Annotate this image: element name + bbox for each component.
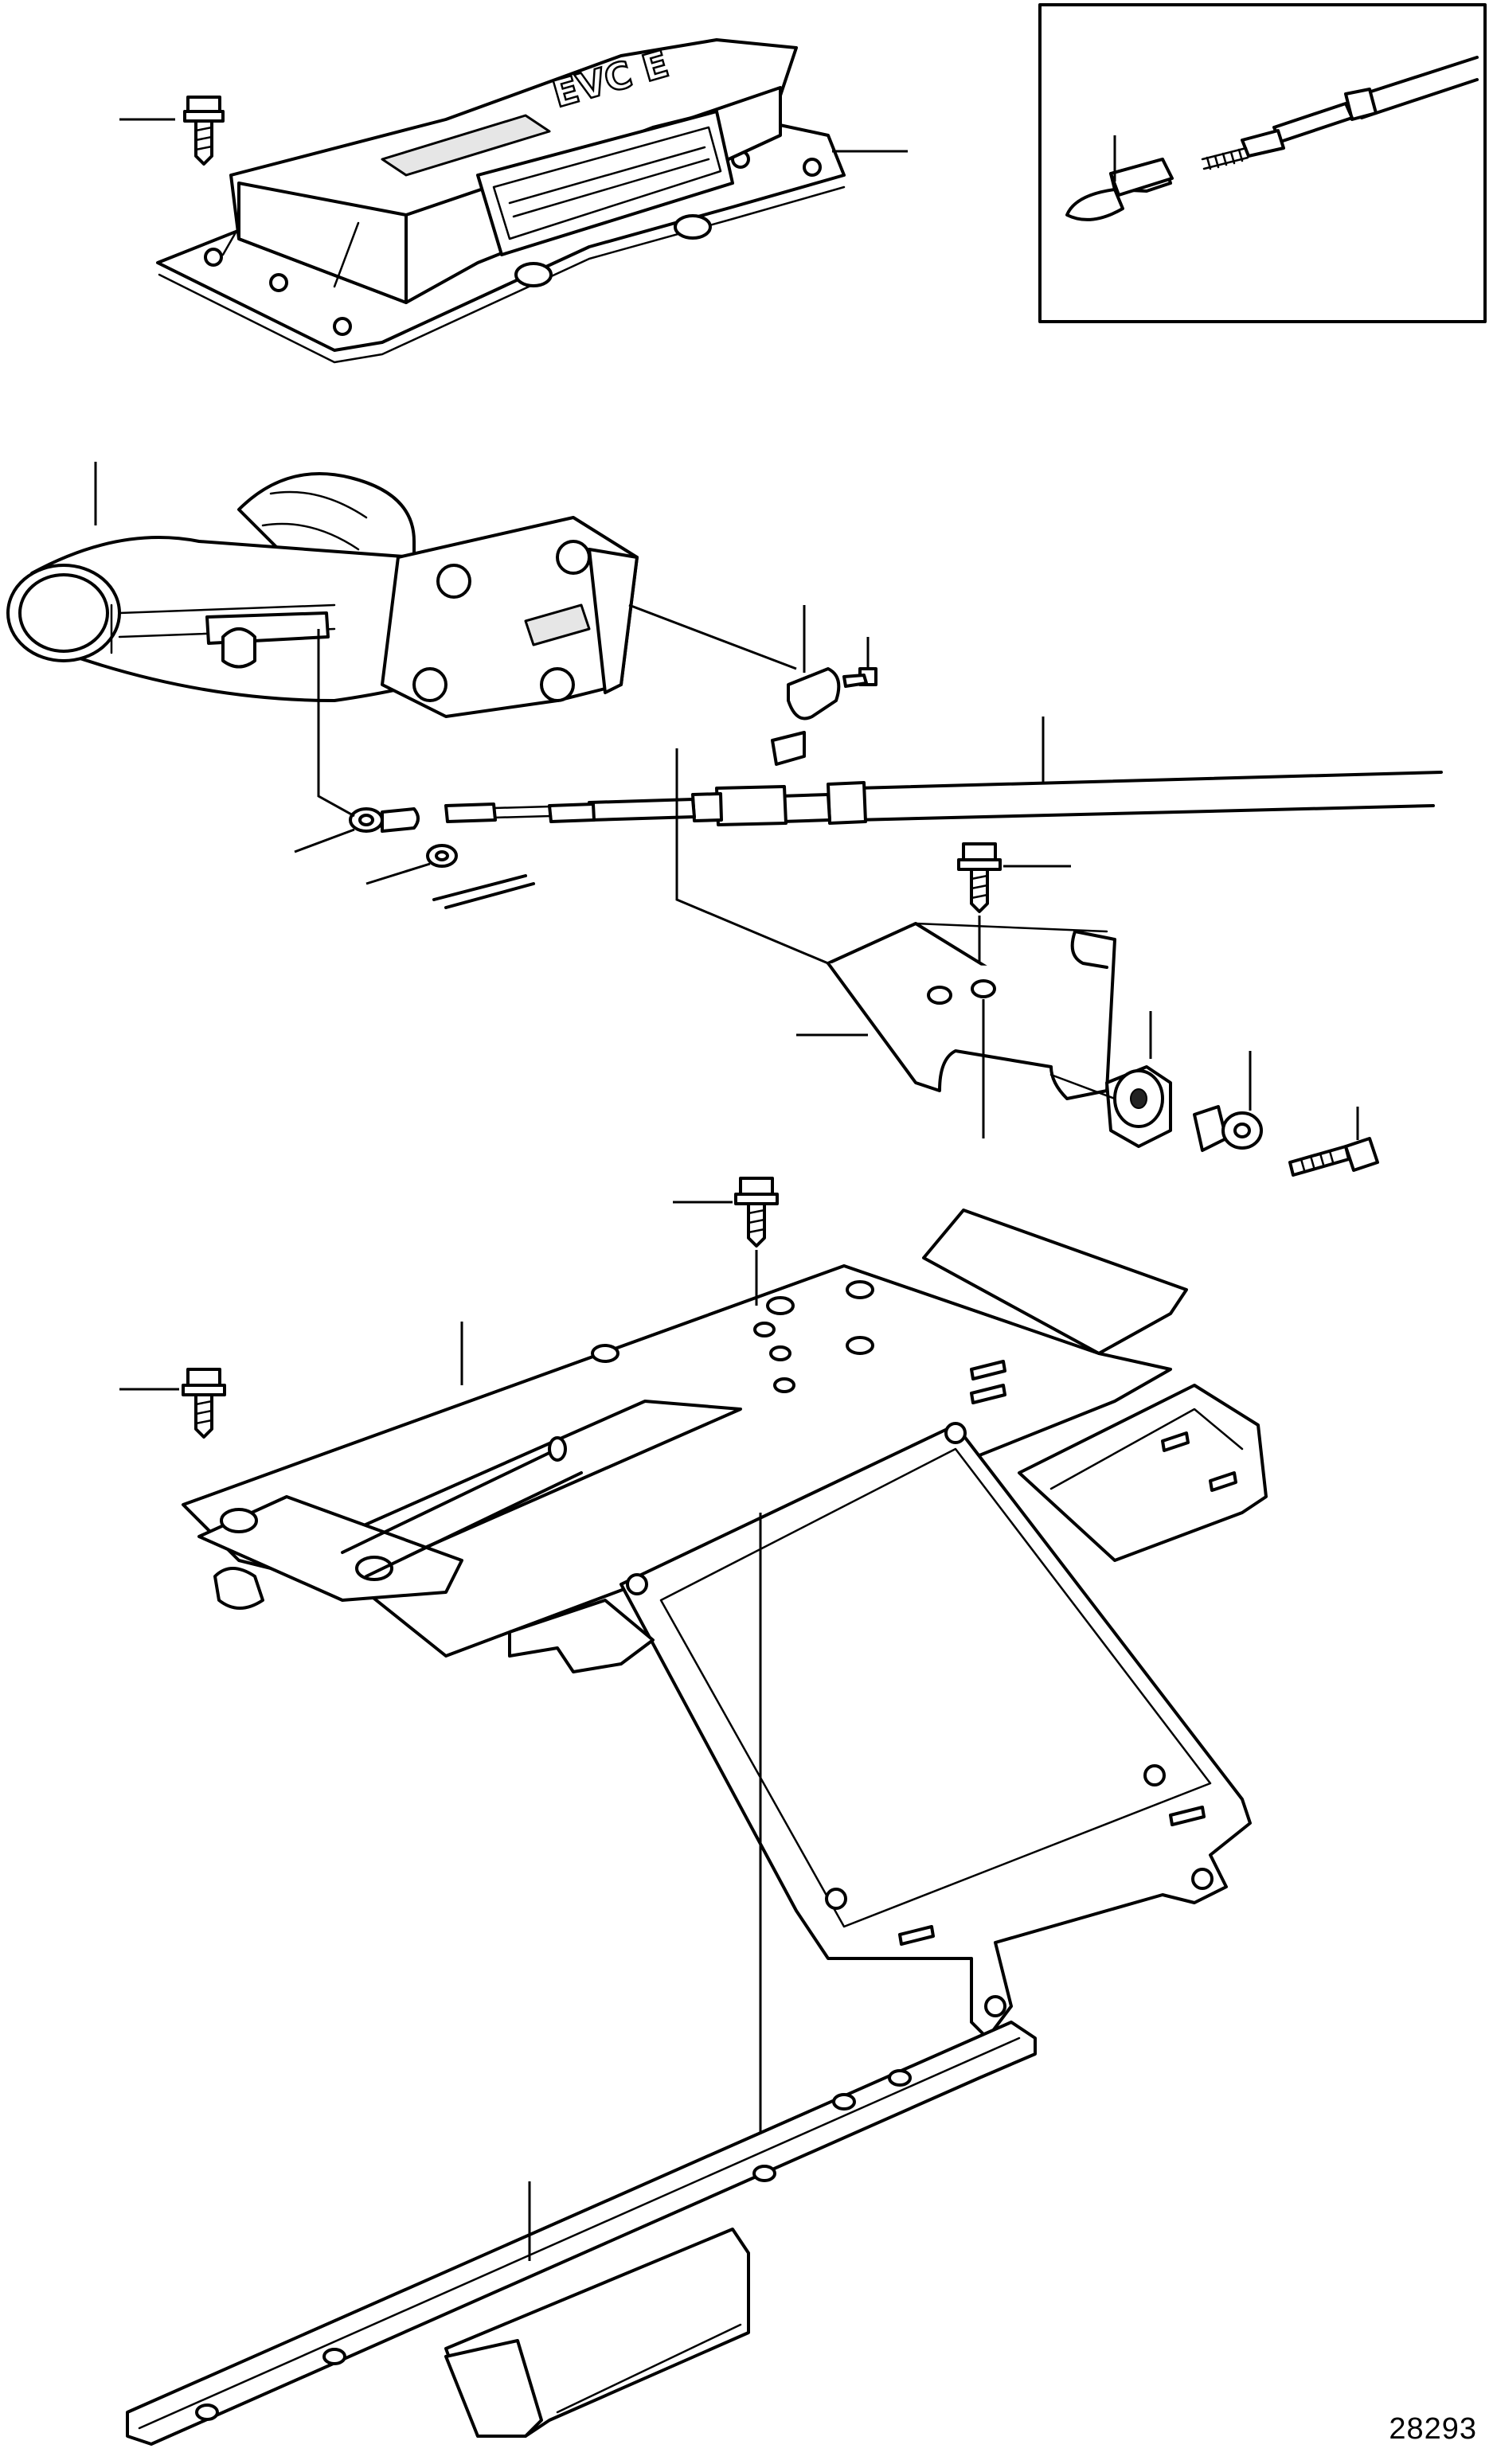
leader-line [365, 862, 431, 885]
screw-icon [842, 637, 877, 688]
split-pin-icon [432, 874, 535, 909]
screw-icon [183, 96, 225, 166]
washer-icon [426, 844, 458, 868]
cable-bracket [796, 922, 1116, 1138]
control-cable [444, 717, 1443, 826]
cable-clamp [771, 605, 841, 766]
screw-icon [957, 842, 1002, 913]
figure-reference-number: 28293 [1389, 2412, 1477, 2446]
leader-line [675, 748, 829, 965]
bolt-icon [1288, 1107, 1379, 1177]
inset-detail-box [1038, 3, 1487, 323]
control-lever [6, 472, 639, 718]
spacer-icon [1193, 1051, 1263, 1152]
control-unit: EVC E [156, 38, 846, 364]
washer-icon [349, 807, 420, 833]
leader-line [317, 629, 355, 818]
leader-line [294, 828, 355, 853]
bottom-rail [126, 2021, 1037, 2446]
screw-icon [734, 1177, 779, 1248]
screw-icon [182, 1368, 226, 1439]
rubber-bushing-icon [1105, 1011, 1172, 1148]
leader-line [628, 603, 797, 670]
main-mounting-bracket [182, 1209, 1268, 2040]
leader-line [1049, 1073, 1116, 1100]
